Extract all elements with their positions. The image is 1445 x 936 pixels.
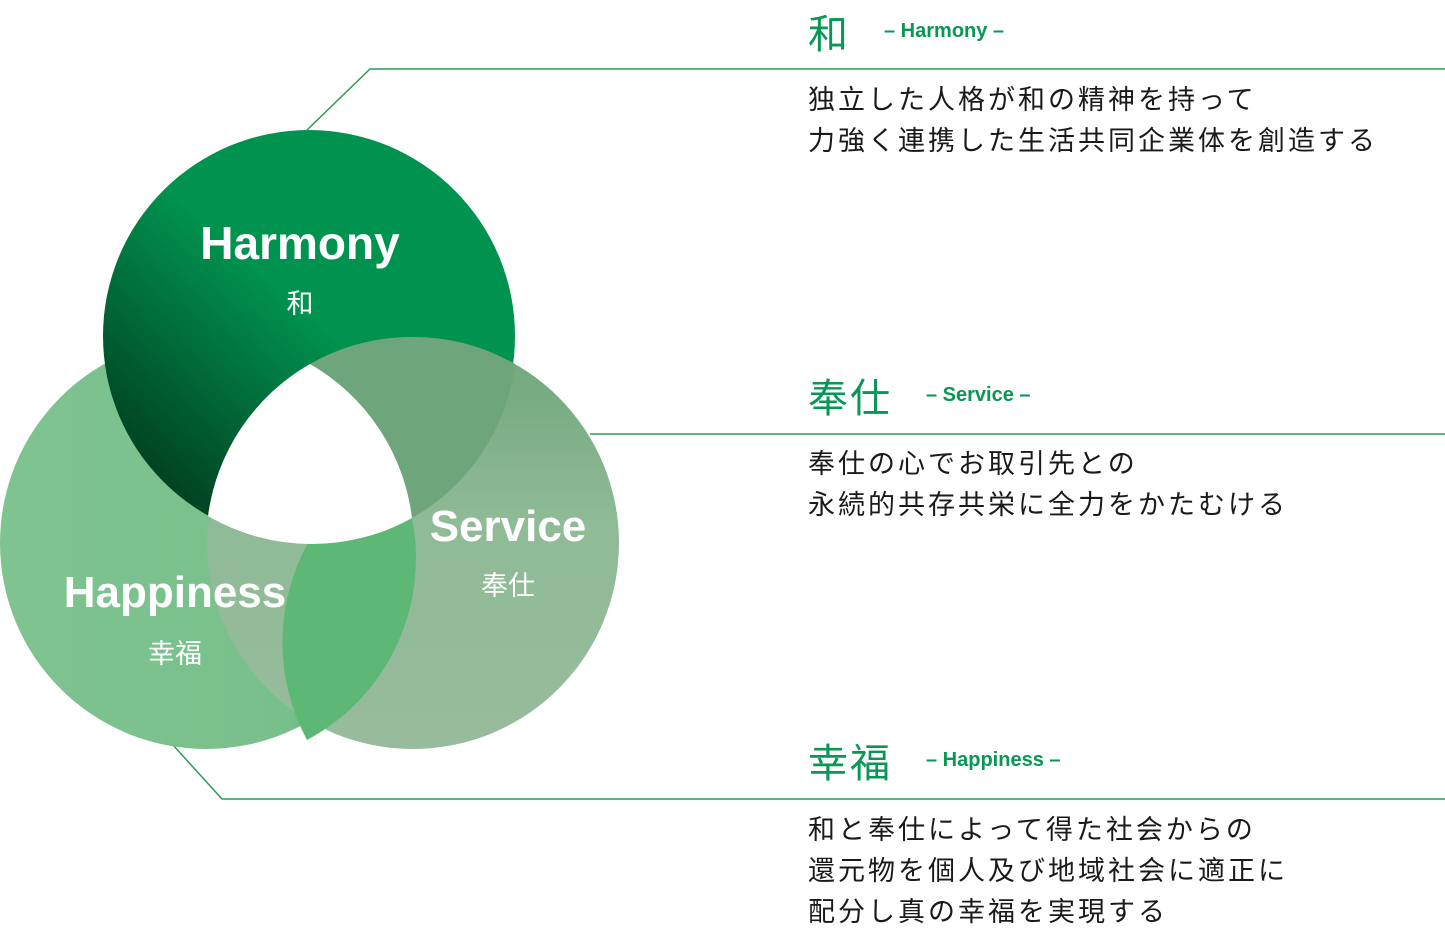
harmony-circle-title: Harmony: [200, 217, 400, 269]
happiness-description-line-1: 和と奉仕によって得た社会からの: [808, 815, 1256, 846]
happiness-overlap: [282, 518, 416, 740]
happiness-circle-title: Happiness: [64, 568, 287, 617]
harmony-description: 独立した人格が和の精神を持って 力強く連携した生活共同企業体を創造する: [808, 80, 1378, 162]
happiness-description-line-3: 配分し真の幸福を実現する: [808, 897, 1168, 928]
service-description-line-1: 奉仕の心でお取引先との: [808, 449, 1138, 480]
service-heading-kanji: 奉仕: [808, 376, 892, 422]
happiness-heading-english: – Happiness –: [926, 748, 1061, 771]
harmony-description-line-1: 独立した人格が和の精神を持って: [808, 85, 1257, 116]
venn-center: [208, 364, 412, 545]
service-circle-subtitle: 奉仕: [481, 571, 535, 602]
happiness-description: 和と奉仕によって得た社会からの 還元物を個人及び地域社会に適正に 配分し真の幸福…: [808, 810, 1288, 933]
service-description: 奉仕の心でお取引先との 永続的共存共栄に全力をかたむける: [808, 444, 1288, 526]
service-circle-title: Service: [430, 502, 587, 551]
harmony-heading: 和 – Harmony –: [808, 2, 1004, 60]
happiness-description-line-2: 還元物を個人及び地域社会に適正に: [808, 856, 1288, 887]
service-heading: 奉仕 – Service –: [808, 366, 1031, 424]
harmony-circle-subtitle: 和: [287, 289, 314, 320]
service-description-line-2: 永続的共存共栄に全力をかたむける: [808, 490, 1288, 521]
service-heading-english: – Service –: [926, 383, 1031, 406]
service-overlap: [310, 336, 515, 518]
happiness-heading: 幸福 – Happiness –: [808, 731, 1061, 789]
happiness-connector-line: [172, 744, 1445, 800]
harmony-heading-english: – Harmony –: [884, 19, 1005, 42]
harmony-description-line-2: 力強く連携した生活共同企業体を創造する: [808, 126, 1378, 157]
happiness-heading-kanji: 幸福: [808, 741, 892, 787]
happiness-circle-subtitle: 幸福: [148, 639, 202, 670]
harmony-heading-kanji: 和: [808, 12, 850, 58]
harmony-connector-line: [306, 68, 1445, 131]
